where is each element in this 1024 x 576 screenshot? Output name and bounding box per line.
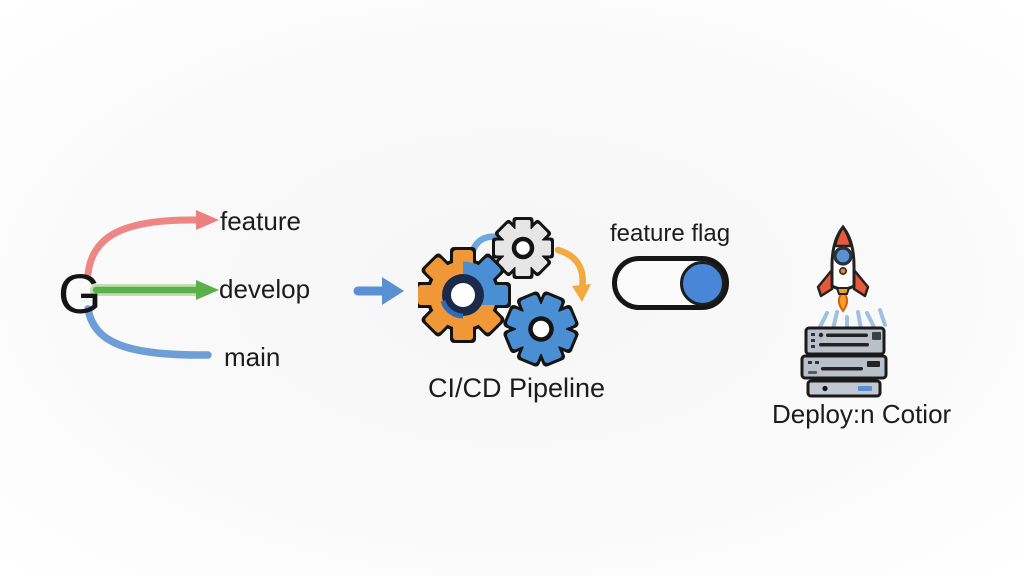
branch-label-develop: develop xyxy=(219,274,311,304)
cicd-gears-icon xyxy=(418,217,591,367)
branch-label-main: main xyxy=(224,342,281,372)
git-branch-feature-curve xyxy=(84,210,219,278)
server-stack-icon xyxy=(800,326,888,398)
toggle-knob[interactable] xyxy=(680,261,725,306)
git-branch-develop-arrow xyxy=(90,280,219,300)
gear-gray-icon xyxy=(492,217,554,279)
rocket-window-icon xyxy=(833,246,853,266)
rocket-flame-icon xyxy=(837,290,849,313)
gear-blue-icon xyxy=(503,291,579,367)
feature-flag-toggle[interactable] xyxy=(612,256,729,310)
flow-arrow-icon xyxy=(353,277,404,305)
feature-flag-label: feature flag xyxy=(610,220,731,247)
cicd-pipeline-label: CI/CD Pipeline xyxy=(428,373,606,403)
gear-orange-icon xyxy=(418,247,511,343)
git-branch-main-curve xyxy=(84,305,212,359)
git-node-label: G xyxy=(58,262,102,325)
gear-arrow-orange-icon xyxy=(554,246,591,302)
git-branch-diagram: G xyxy=(58,210,219,359)
deploy-control-label: Deploy:n Cotior xyxy=(772,399,952,429)
rocket-icon xyxy=(816,224,870,313)
branch-label-feature: feature xyxy=(220,206,301,236)
